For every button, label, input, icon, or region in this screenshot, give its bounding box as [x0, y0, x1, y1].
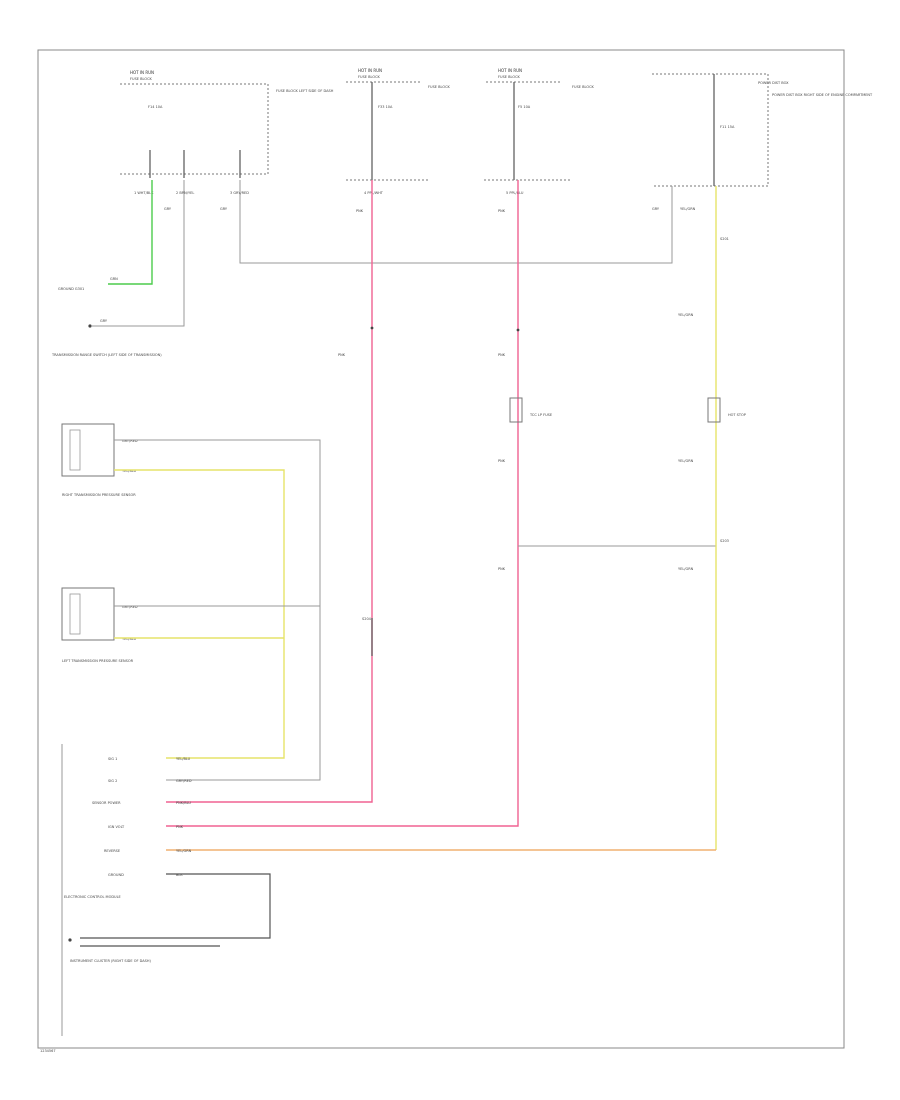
tcc2-label: HOT STOP	[728, 413, 746, 417]
pink-b-dot	[516, 328, 520, 332]
ecm-pin-3-wire: PNK/BLU	[176, 801, 191, 805]
wire-pink-b-label: PNK	[498, 209, 506, 213]
fuse-box-4-fuse: F11 15A	[720, 125, 735, 129]
wire-gray-label-3: GRY	[652, 207, 660, 211]
yellow-splice-label: S201	[720, 237, 729, 241]
wire-yel-low-label: YEL/GRN	[678, 459, 694, 463]
wire-pink-a-label: PNK	[356, 209, 364, 213]
wire-pnk-mid-label: PNK	[338, 353, 346, 357]
left-sensor-element	[69, 593, 81, 635]
wire-green-label: GRN	[110, 277, 118, 281]
fuse-box-3-fuse: F5 10A	[518, 105, 531, 109]
transmission-switch-label: TRANSMISSION RANGE SWITCH (LEFT SIDE OF …	[51, 353, 162, 357]
wire-green	[108, 180, 153, 285]
fuse-box-1-outline	[120, 83, 269, 175]
fuse-box-4: POWER DIST BOX F11 15A POWER DIST BOX RI…	[652, 73, 873, 187]
wire-shift-label: GRY	[100, 319, 108, 323]
right-sensor-pin-a: GRY/RED	[122, 439, 138, 443]
ground-label: GROUND G301	[58, 287, 84, 291]
top-pin-2: 2 BRN/YEL	[176, 191, 194, 195]
cross-splice-label: S203	[720, 539, 729, 543]
ecm-pin-5-name: REVERSE	[104, 849, 120, 853]
ecm-pin-2-name: SIG 2	[108, 779, 117, 783]
fuse-box-2-subtitle: FUSE BLOCK	[358, 75, 381, 79]
right-sensor-label: RIGHT TRANSMISSION PRESSURE SENSOR	[62, 493, 136, 497]
shift-terminal	[88, 324, 92, 328]
wire-gray-label-2: GRY	[220, 207, 228, 211]
wire-right-sensor-yellow	[114, 469, 285, 759]
fuse-box-1: HOT IN RUN FUSE BLOCK F14 10A FUSE BLOCK…	[120, 70, 334, 178]
left-sensor-pin-b: YEL/BLU	[122, 637, 137, 641]
wire-right-sensor-gray	[114, 439, 321, 781]
tcc-label: TCC LP FUSE	[529, 413, 552, 417]
fuse-box-4-outline	[652, 73, 769, 187]
fuse-box-1-subtitle: FUSE BLOCK	[130, 77, 153, 81]
fuse-box-2-note: FUSE BLOCK	[428, 85, 451, 89]
left-sensor-pin-a: GRY/RED	[122, 605, 138, 609]
wire-gray-label: GRY	[164, 207, 172, 211]
wire-pnk-low-label: PNK	[498, 353, 506, 357]
ecm-pin-1-wire: YEL/BLU	[176, 757, 191, 761]
wire-yel-low-label-2: YEL/GRN	[678, 567, 694, 571]
wire-yel-mid-label: YEL/GRN	[678, 313, 694, 317]
fuse-box-2: HOT IN RUN FUSE BLOCK F33 10A FUSE BLOCK	[346, 68, 451, 181]
left-sensor-body	[61, 587, 115, 641]
footer-code: 1234567	[40, 1049, 56, 1053]
top-pin-4: 4 PPL/WHT	[364, 191, 384, 195]
fuse-box-4-subtitle: POWER DIST BOX	[758, 81, 789, 85]
ecm-pin-3-name: SENSOR POWER	[92, 801, 121, 805]
top-pin-5: 5 PPL/BLU	[506, 191, 524, 195]
fuse-box-3: HOT IN RUN FUSE BLOCK F5 10A FUSE BLOCK	[484, 68, 595, 181]
ecm-pin-1-name: SIG 1	[108, 757, 117, 761]
fuse-box-4-note: POWER DIST BOX RIGHT SIDE OF ENGINE COMP…	[772, 93, 873, 97]
ecm-label: ELECTRONIC CONTROL MODULE	[64, 895, 121, 899]
right-sensor-body	[61, 423, 115, 477]
fuse-box-1-note: FUSE BLOCK LEFT SIDE OF DASH	[276, 89, 334, 93]
ecm-pin-6-wire: BLK	[176, 873, 183, 877]
fuse-box-2-title: HOT IN RUN	[358, 68, 382, 73]
wire-pink-a	[166, 180, 373, 803]
ground-terminal	[68, 938, 72, 942]
fuse-box-3-note: FUSE BLOCK	[572, 85, 595, 89]
wire-gray-bus	[239, 180, 673, 264]
fuse-box-1-fuse: F14 10A	[148, 105, 163, 109]
right-sensor-pin-b: YEL/BLU	[122, 469, 137, 473]
fuse-box-3-subtitle: FUSE BLOCK	[498, 75, 521, 79]
lamp-label: INSTRUMENT CLUSTER (RIGHT SIDE OF DASH)	[70, 959, 151, 963]
ecm-pin-4-wire: PNK	[176, 825, 184, 829]
pink-a-splice-dot	[370, 326, 374, 330]
ecm-pin-5-wire: YEL/GRN	[176, 849, 192, 853]
wire-ecm-ground	[80, 873, 271, 939]
right-pressure-sensor: RIGHT TRANSMISSION PRESSURE SENSOR GRY/R…	[61, 423, 138, 497]
ecm-pin-6-name: GROUND	[108, 873, 124, 877]
ecm-pin-list: SIG 1 YEL/BLU SIG 2 GRY/RED SENSOR POWER…	[92, 757, 192, 877]
top-pin-1: 1 WHT/BLK	[134, 191, 154, 195]
diagram-frame	[37, 49, 845, 1049]
fuse-box-3-title: HOT IN RUN	[498, 68, 522, 73]
wire-cross-pnk-label: PNK	[498, 567, 506, 571]
fuse-box-2-fuse: F33 10A	[378, 105, 393, 109]
tcc-lamp	[509, 397, 523, 423]
wire-yellow-label: YEL/GRN	[680, 207, 696, 211]
wire-gray-shift	[92, 180, 185, 327]
pink-b-lower-label: PNK	[498, 459, 506, 463]
ecm-pin-2-wire: GRY/RED	[176, 779, 192, 783]
right-sensor-element	[69, 429, 81, 471]
pink-splice-label: S204	[362, 617, 372, 621]
wire-pink-b	[166, 180, 519, 827]
ecm-pin-4-name: IGN VOLT	[108, 825, 125, 829]
left-pressure-sensor: LEFT TRANSMISSION PRESSURE SENSOR GRY/RE…	[61, 587, 138, 663]
fuse-box-1-title: HOT IN RUN	[130, 70, 154, 75]
left-sensor-label: LEFT TRANSMISSION PRESSURE SENSOR	[62, 659, 134, 663]
stop-lamp	[707, 397, 721, 423]
